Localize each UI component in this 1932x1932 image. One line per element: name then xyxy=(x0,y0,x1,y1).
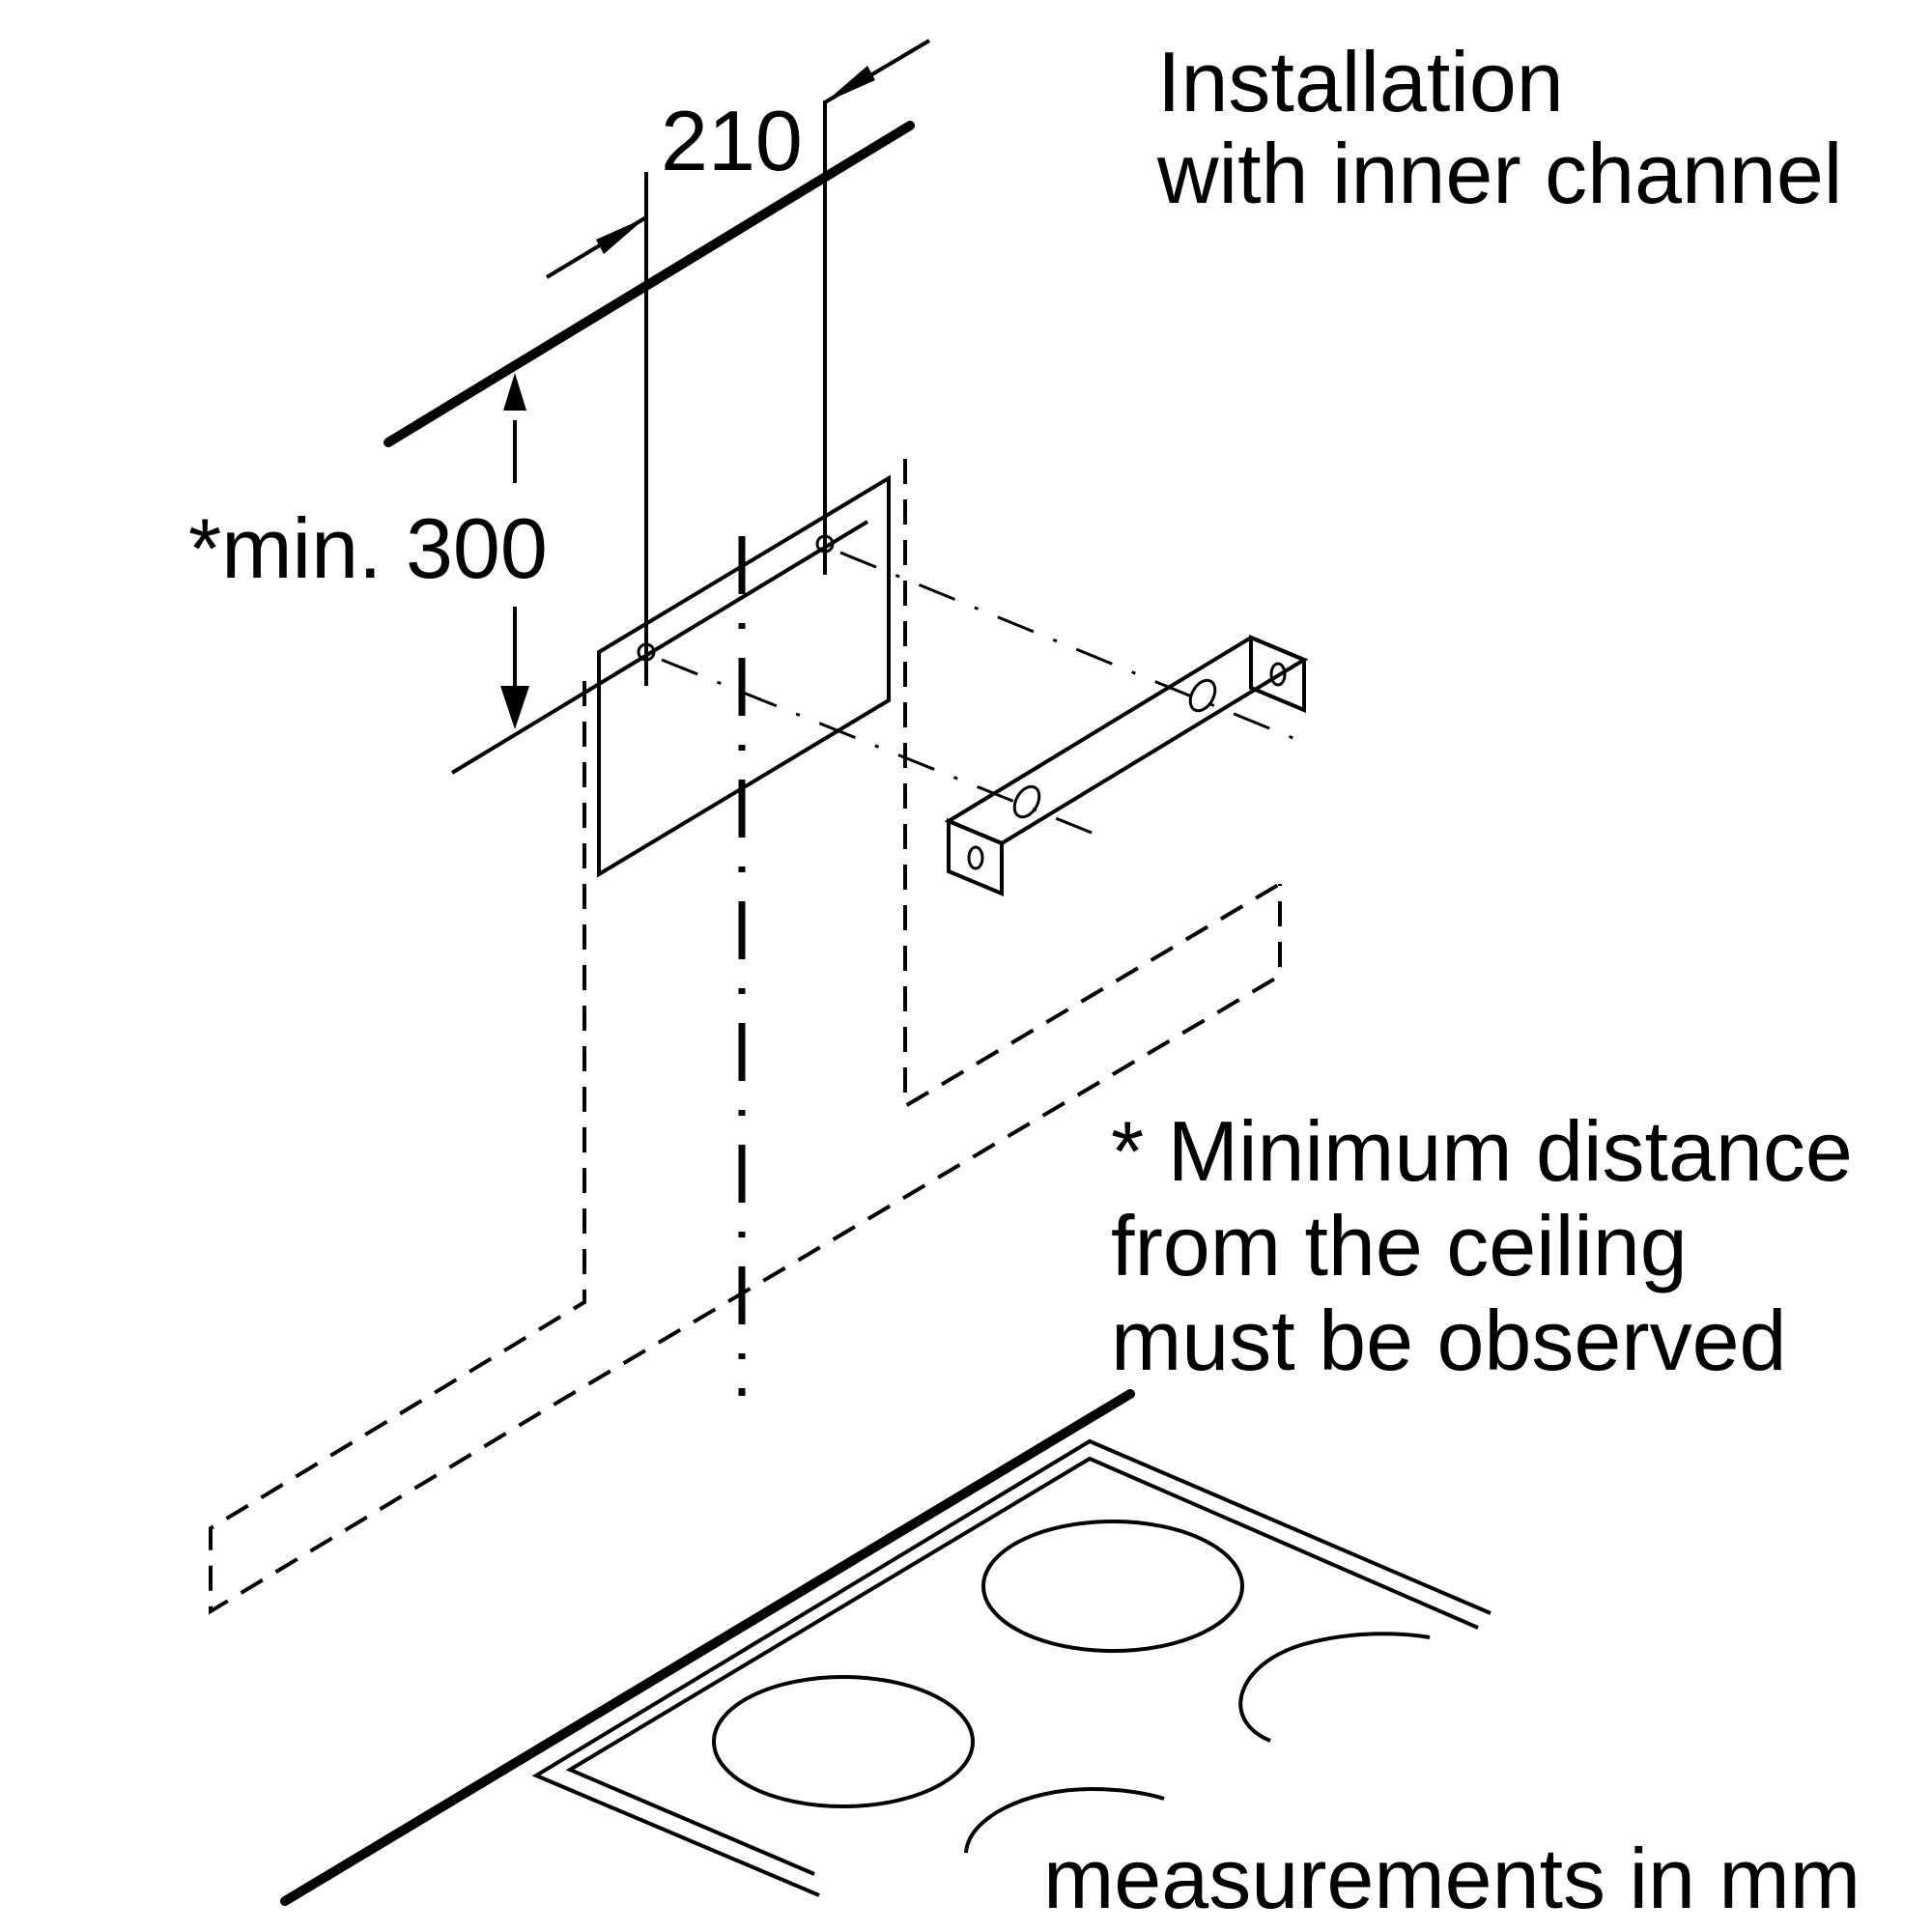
burner-front-left xyxy=(964,1786,1165,1854)
note-line-1: * Minimum distance xyxy=(1111,1103,1853,1199)
cooktop xyxy=(280,1389,1492,1906)
bracket-end-left xyxy=(947,817,1004,897)
burner-front-right xyxy=(1238,1632,1431,1743)
note-line-3: must be observed xyxy=(1111,1293,1787,1388)
canopy-outline-right xyxy=(903,459,1282,1110)
burner-back-left xyxy=(712,1675,975,1808)
ceiling-line xyxy=(384,121,915,447)
width-dimension: 210 xyxy=(545,39,931,686)
bracket-slot-left xyxy=(1012,784,1041,819)
arrow-head-down xyxy=(500,686,529,729)
screw-hole-right xyxy=(815,534,835,554)
hood-top-reference-line xyxy=(450,520,869,775)
dimension-width-label: 210 xyxy=(661,93,803,188)
cooktop-inner-edge xyxy=(565,1456,1479,1876)
cooktop-outer-edge xyxy=(531,1438,1492,1897)
wall-bracket xyxy=(944,634,1309,897)
dimension-height-label: *min. 300 xyxy=(188,500,548,596)
height-dimension: *min. 300 xyxy=(188,373,869,775)
bracket-hole-right xyxy=(1269,662,1287,687)
countertop-edge xyxy=(280,1389,1135,1906)
mounting-plate xyxy=(597,474,891,878)
title-line-1: Installation xyxy=(1157,34,1564,129)
title-line-2: with inner channel xyxy=(1156,126,1842,221)
burner-back-right xyxy=(981,1520,1244,1653)
units-label: measurements in mm xyxy=(1043,1831,1861,1926)
arrow-head-left xyxy=(596,217,646,254)
mounting-plate-outline xyxy=(597,474,891,878)
screw-hole-left xyxy=(637,642,656,662)
bracket-end-right xyxy=(1249,634,1306,714)
alignment-line-upper xyxy=(839,551,1313,748)
alignment-line-lower xyxy=(661,658,1093,835)
hood-canopy-outline xyxy=(209,459,1282,1615)
canopy-outline-left xyxy=(209,681,1282,1615)
arrow-head-up xyxy=(503,373,526,411)
bracket-hole-left xyxy=(967,845,984,870)
arrow-head-right xyxy=(825,66,875,102)
bracket-slot-right xyxy=(1188,678,1217,713)
note-line-2: from the ceiling xyxy=(1111,1198,1688,1293)
